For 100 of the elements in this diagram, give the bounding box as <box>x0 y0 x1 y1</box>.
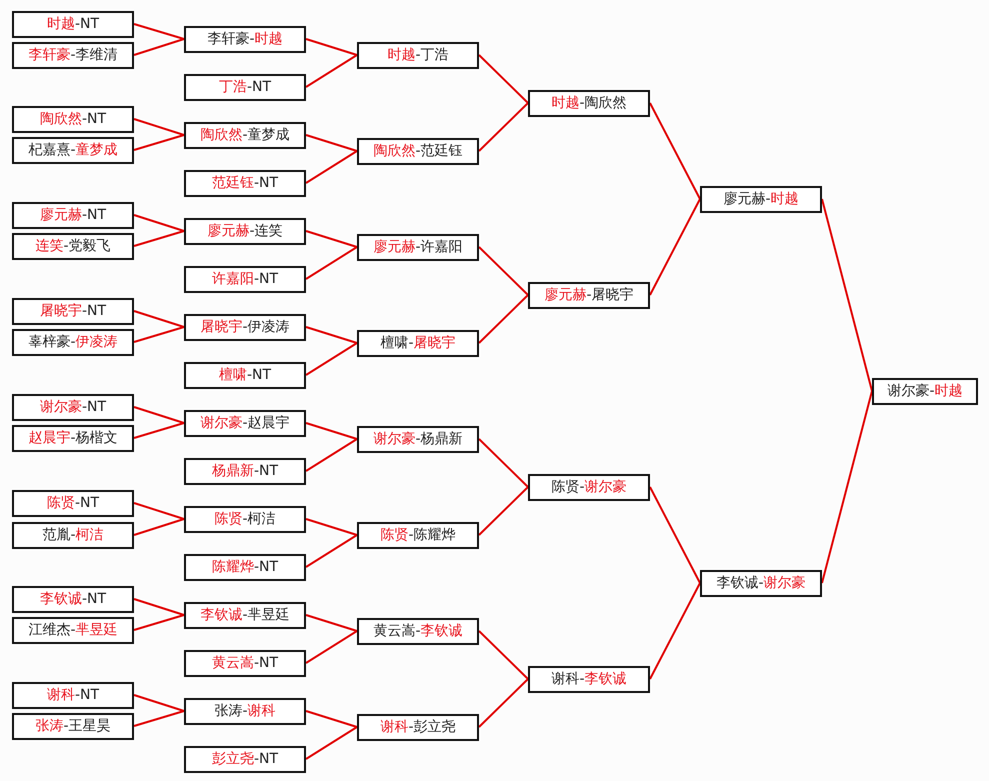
match-box <box>12 232 134 260</box>
match-label: 李轩豪-时越 <box>207 32 283 46</box>
match-box <box>528 90 650 116</box>
bracket-line <box>134 710 184 727</box>
bracket-line <box>305 150 358 184</box>
match-box <box>12 424 134 452</box>
bracket-line <box>306 614 358 632</box>
bracket-line <box>478 54 529 104</box>
bracket-line <box>306 326 358 344</box>
match-label: 檀啸-NT <box>218 368 272 382</box>
match-label: 张涛-王星昊 <box>35 719 111 733</box>
bracket-line <box>478 438 529 488</box>
match-label: 李钦诚-芈昱廷 <box>200 608 290 622</box>
match-label: 丁浩-NT <box>218 80 272 94</box>
match-label: 廖元赫-连笑 <box>207 224 283 238</box>
match-box <box>184 122 306 148</box>
bracket-line <box>306 518 358 536</box>
match-label: 谢科-彭立尧 <box>380 720 456 734</box>
match-label: 许嘉阳-NT <box>212 272 278 286</box>
match-box <box>184 362 306 388</box>
match-box <box>12 106 134 132</box>
bracket-line <box>134 38 184 56</box>
bracket-line <box>821 390 873 584</box>
match-label: 陶欣然-NT <box>40 112 106 126</box>
match-label: 时越-丁浩 <box>387 48 449 62</box>
bracket-line <box>134 230 184 247</box>
bracket-line <box>134 502 184 520</box>
match-box <box>12 616 134 644</box>
match-box <box>12 394 134 420</box>
bracket-line <box>134 134 184 151</box>
match-box <box>12 42 134 68</box>
bracket-line <box>134 406 184 424</box>
match-box <box>357 522 479 548</box>
match-label: 杨鼎新-NT <box>212 464 278 478</box>
match-label: 时越-NT <box>46 17 100 31</box>
match-label: 谢尔豪-时越 <box>887 384 963 398</box>
match-label: 张涛-谢科 <box>214 704 276 718</box>
match-label: 辜梓豪-伊凌涛 <box>28 335 118 349</box>
match-box <box>357 618 479 644</box>
match-label: 陶欣然-童梦成 <box>200 128 290 142</box>
bracket-line <box>306 422 358 440</box>
bracket-line <box>134 326 184 343</box>
match-box <box>12 202 134 228</box>
match-label: 黄云嵩-李钦诚 <box>373 624 463 638</box>
match-label: 屠晓宇-伊凌涛 <box>200 320 290 334</box>
match-box <box>528 474 650 500</box>
match-label: 谢尔豪-赵晨宇 <box>200 416 290 430</box>
bracket-line <box>649 582 701 680</box>
bracket-line <box>305 630 358 664</box>
bracket-line <box>649 486 701 584</box>
match-box <box>12 586 134 612</box>
match-label: 黄云嵩-NT <box>212 656 278 670</box>
bracket-line <box>305 726 358 760</box>
match-label: 谢尔豪-杨鼎新 <box>373 432 463 446</box>
match-box <box>184 554 306 580</box>
match-box <box>184 170 306 196</box>
match-label: 范胤-柯洁 <box>42 528 104 542</box>
match-box <box>184 314 306 340</box>
bracket-line <box>478 246 529 296</box>
match-label: 李钦诚-NT <box>40 592 106 606</box>
match-box <box>184 602 306 628</box>
bracket-line <box>306 710 358 728</box>
match-label: 陈贤-陈耀烨 <box>380 528 456 542</box>
bracket-line <box>649 198 701 296</box>
match-label: 陈贤-NT <box>46 496 100 510</box>
bracket-line <box>134 118 184 136</box>
match-box <box>700 570 822 596</box>
bracket-line <box>305 342 358 376</box>
match-box <box>12 490 134 516</box>
bracket-line <box>306 38 358 56</box>
match-box <box>184 506 306 532</box>
match-label: 谢科-李钦诚 <box>551 672 627 686</box>
match-box <box>184 650 306 676</box>
bracket-line <box>305 438 358 472</box>
match-box <box>357 714 479 740</box>
match-box <box>357 42 479 68</box>
match-box <box>12 328 134 356</box>
match-box <box>12 136 134 164</box>
bracket-line <box>478 630 529 680</box>
match-box <box>184 218 306 244</box>
match-box <box>184 746 306 772</box>
bracket-line <box>306 230 358 248</box>
match-label: 陈贤-谢尔豪 <box>551 480 627 494</box>
match-label: 陶欣然-范廷钰 <box>373 144 463 158</box>
bracket-line <box>478 102 529 152</box>
match-label: 谢尔豪-NT <box>40 400 106 414</box>
match-label: 连笑-党毅飞 <box>35 239 111 253</box>
match-label: 时越-陶欣然 <box>551 96 627 110</box>
match-box <box>184 458 306 484</box>
bracket-line <box>134 422 184 439</box>
match-box <box>357 330 479 356</box>
match-box <box>12 298 134 324</box>
bracket-line <box>134 614 184 631</box>
bracket-line <box>305 246 358 280</box>
match-label: 廖元赫-屠晓宇 <box>544 288 634 302</box>
match-box <box>184 74 306 100</box>
match-label: 李轩豪-李维清 <box>28 48 118 62</box>
match-label: 屠晓宇-NT <box>40 304 106 318</box>
match-box <box>12 522 134 548</box>
match-label: 范廷钰-NT <box>212 176 278 190</box>
